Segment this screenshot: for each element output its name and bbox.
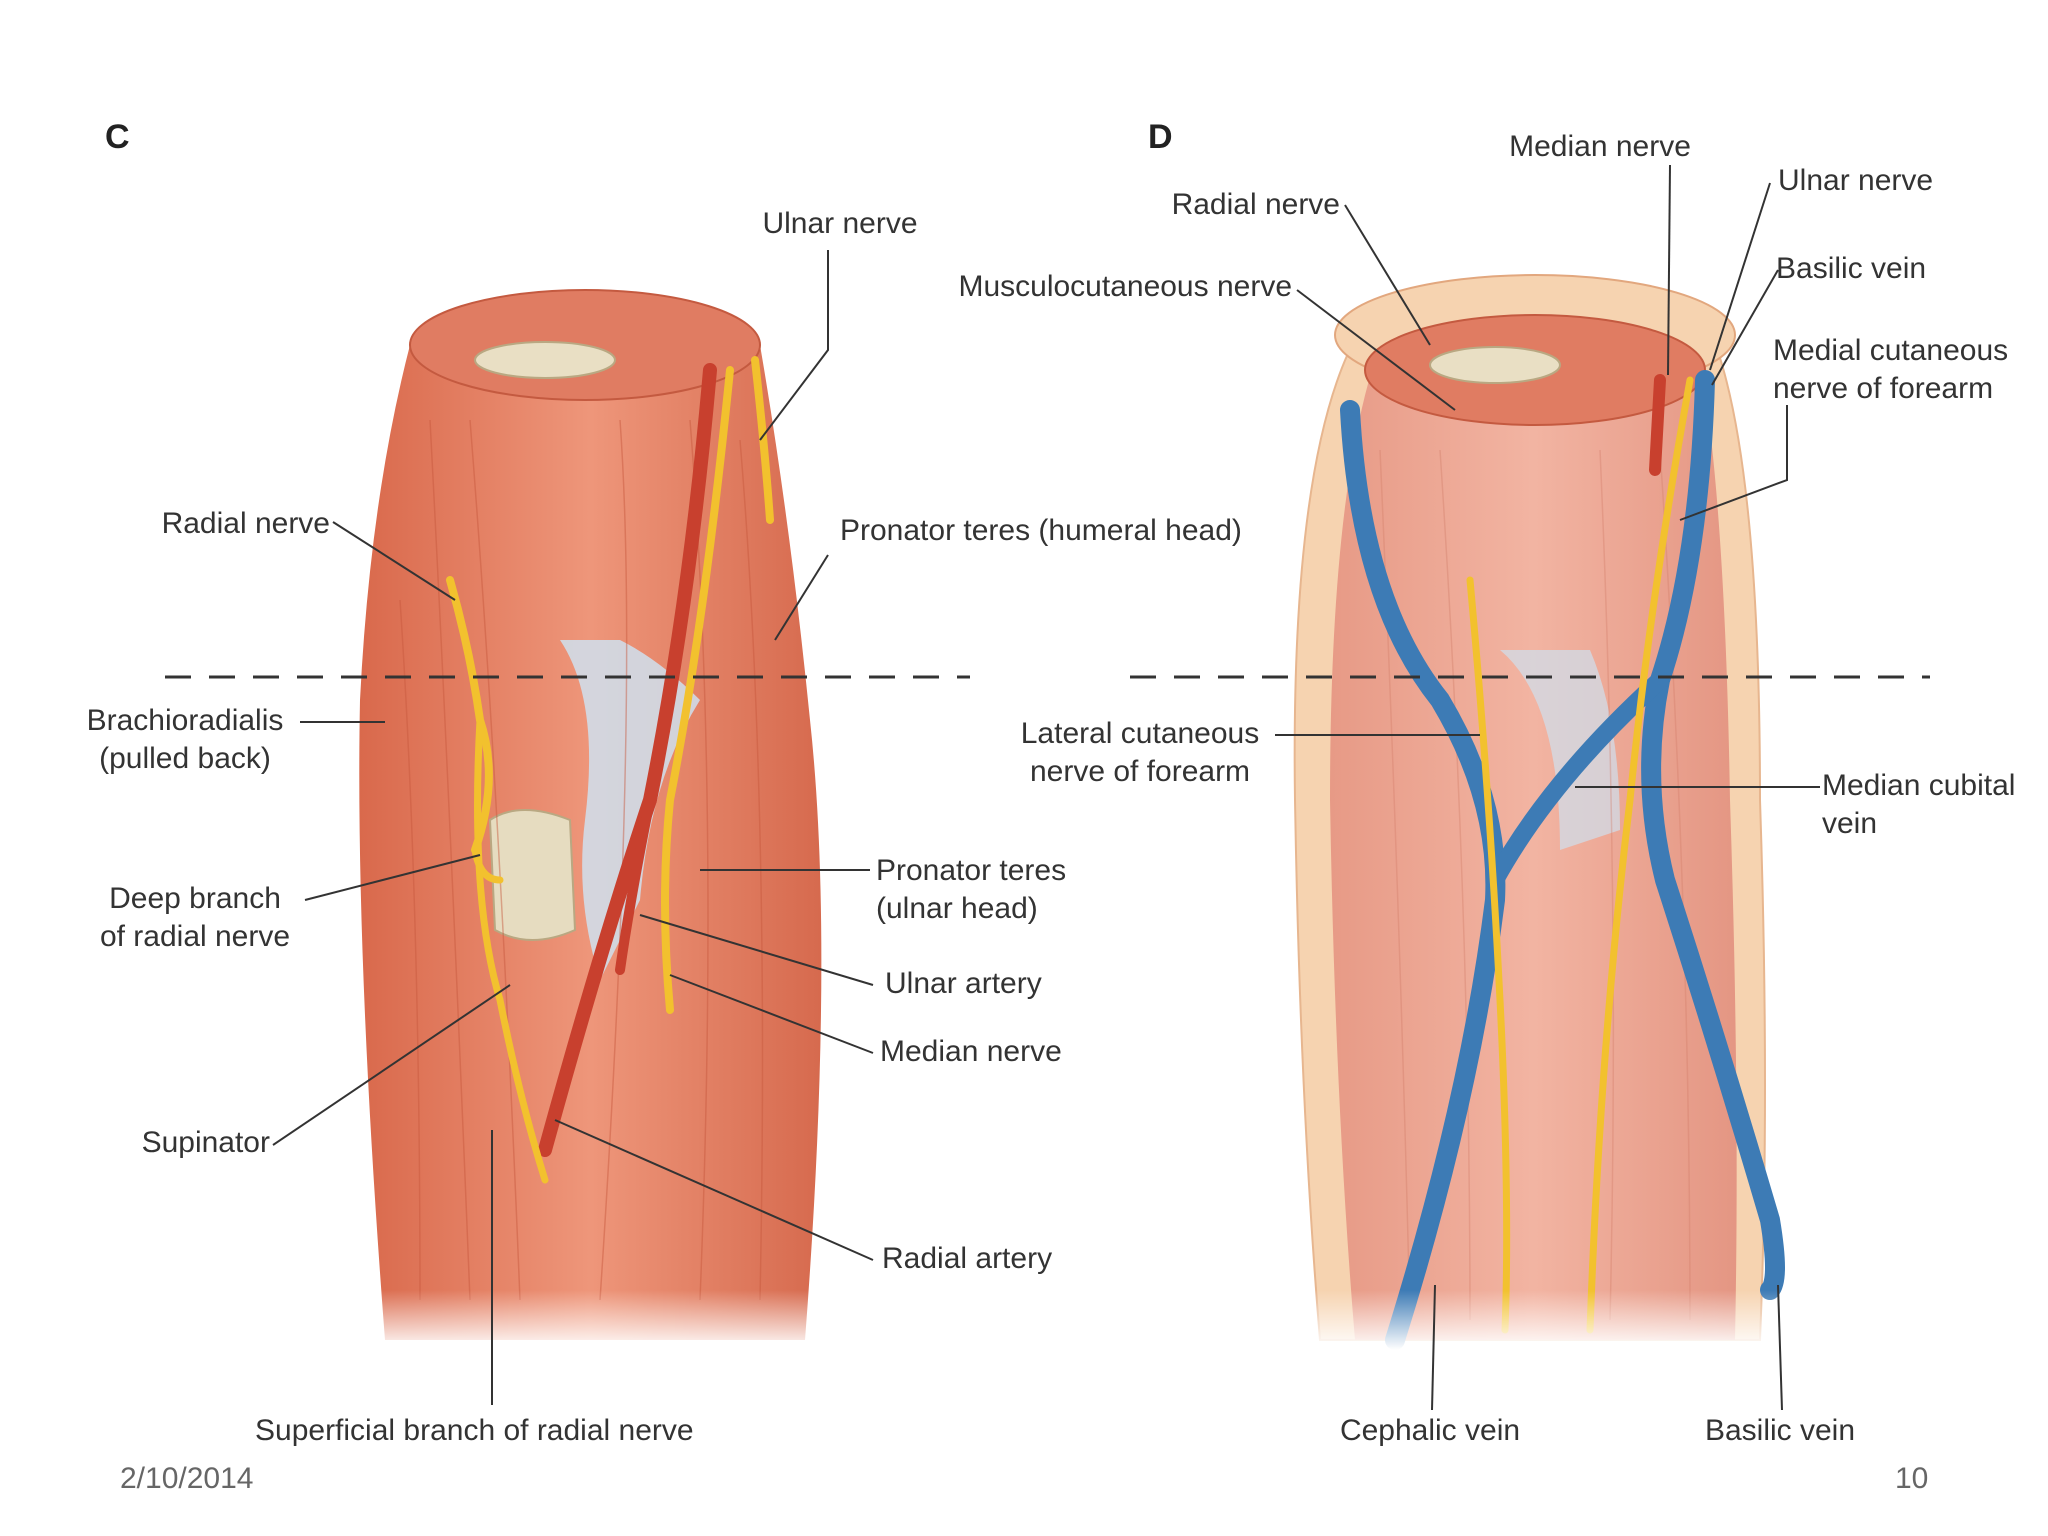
- leader-lines-c: [272, 250, 874, 1405]
- label-supinator: Supinator: [141, 1126, 270, 1159]
- label-radial-artery-c: Radial artery: [882, 1242, 1053, 1275]
- lateral-cutaneous-nerve-d: [1466, 576, 1511, 1334]
- bone-cross-section-d: [1429, 346, 1561, 384]
- label-basilic-vein-bottom: Basilic vein: [1704, 1414, 1856, 1447]
- label-median-nerve-d: Median nerve: [1509, 130, 1691, 163]
- panel-d-illustration: [1290, 274, 1785, 1350]
- label-radial-nerve-c: Radial nerve: [161, 507, 330, 540]
- median-cubital-vein-d: [1486, 671, 1669, 889]
- median-nerve-c: [661, 366, 734, 1014]
- medial-cutaneous-nerve-d: [1586, 376, 1694, 1334]
- panel-label-c: C: [105, 118, 130, 156]
- exposed-bone-c: [488, 809, 577, 941]
- median-artery-d: [1649, 374, 1666, 476]
- label-radial-nerve-d: Radial nerve: [1171, 188, 1340, 221]
- bone-cross-section-c: [474, 341, 616, 379]
- label-pronator-teres-humeral: Pronator teres (humeral head): [840, 514, 1242, 547]
- label-basilic-vein-top: Basilic vein: [1776, 252, 1927, 285]
- forearm-muscles-d: [1330, 360, 1737, 1340]
- label-median-nerve-c: Median nerve: [880, 1035, 1062, 1068]
- leader-lines-d: [1275, 164, 1820, 1411]
- label-lateral-cutaneous-nerve: Lateral cutaneous nerve of forearm: [1020, 717, 1260, 788]
- label-medial-cutaneous-nerve: Medial cutaneous nerve of forearm: [1773, 334, 2009, 405]
- label-cephalic-vein: Cephalic vein: [1339, 1414, 1521, 1447]
- panel-label-d: D: [1148, 118, 1173, 156]
- label-pronator-teres-ulnar: Pronator teres (ulnar head): [876, 854, 1067, 925]
- ulnar-nerve-c: [751, 356, 774, 524]
- label-ulnar-nerve-d: Ulnar nerve: [1778, 164, 1934, 197]
- fascia-area-d: [1500, 650, 1620, 850]
- label-musculocutaneous-nerve: Musculocutaneous nerve: [958, 270, 1292, 303]
- ulnar-artery-c: [615, 795, 655, 975]
- deep-branch-c: [471, 846, 504, 884]
- label-ulnar-nerve-c: Ulnar nerve: [762, 207, 918, 240]
- label-ulnar-artery-c: Ulnar artery: [885, 967, 1042, 1000]
- label-median-cubital-vein: Median cubital vein: [1822, 769, 2016, 840]
- label-brachioradialis: Brachioradialis (pulled back): [86, 704, 284, 775]
- footer-date: 2/10/2014: [120, 1462, 254, 1495]
- panel-c-illustration: [350, 289, 830, 1350]
- label-superficial-branch: Superficial branch of radial nerve: [255, 1414, 694, 1447]
- footer-page-number: 10: [1895, 1462, 1929, 1495]
- basilic-vein-d: [1641, 370, 1785, 1300]
- label-deep-branch: Deep branch of radial nerve: [99, 882, 291, 953]
